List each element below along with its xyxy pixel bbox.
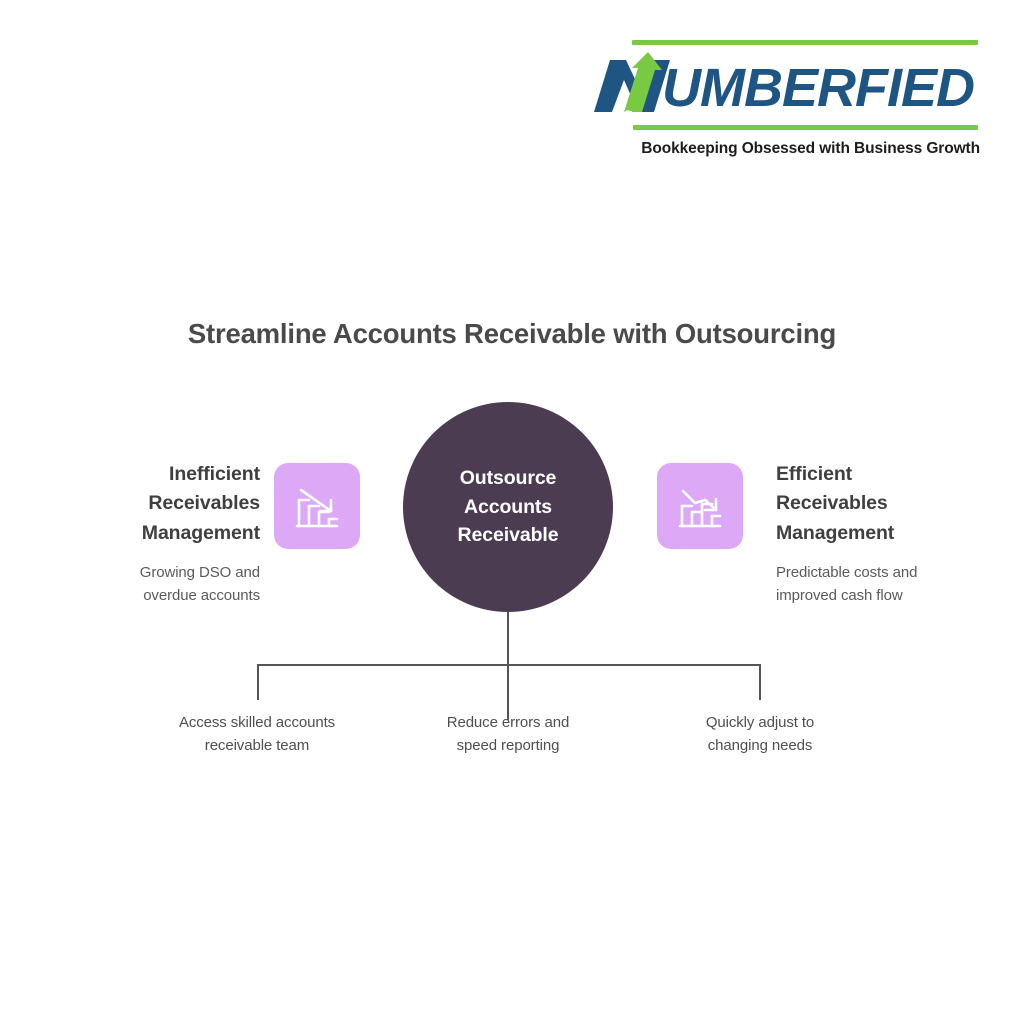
declining-bar-chart-icon (274, 463, 360, 549)
logo-up-arrow-icon (624, 52, 662, 112)
center-node: Outsource Accounts Receivable (403, 402, 613, 612)
side-heading-left: Inefficient Receivables Management (141, 463, 260, 544)
center-node-label: Outsource Accounts Receivable (457, 466, 559, 547)
green-rule-top-icon (632, 40, 978, 45)
benefit-label: Quickly adjust to changing needs (705, 714, 815, 754)
logo-tagline: Bookkeeping Obsessed with Business Growt… (641, 140, 980, 157)
svg-text:UMBERFIED: UMBERFIED (662, 58, 974, 118)
page-title: Streamline Accounts Receivable with Outs… (187, 318, 837, 349)
side-group-right: Efficient Receivables Management Predict… (776, 460, 1006, 608)
declining-line-chart-icon (657, 463, 743, 549)
benefit-label: Access skilled accounts receivable team (178, 714, 336, 754)
connector-drop-right (759, 664, 761, 700)
connector-drop-left (257, 664, 259, 700)
logo-wordmark: UMBERFIED (580, 50, 980, 122)
side-group-left: Inefficient Receivables Management Growi… (30, 460, 260, 608)
side-heading-right: Efficient Receivables Management (776, 463, 895, 544)
connector-horizontal-bar (257, 664, 761, 666)
benefit-label: Reduce errors and speed reporting (446, 714, 570, 754)
side-subtext-right: Predictable costs and improved cash flow (776, 563, 918, 604)
connector-drop-center (507, 664, 509, 700)
side-subtext-left: Growing DSO and overdue accounts (139, 563, 260, 604)
brand-logo: UMBERFIED Bookkeeping Obsessed with Busi… (580, 30, 980, 170)
green-rule-bottom-icon (633, 125, 978, 130)
